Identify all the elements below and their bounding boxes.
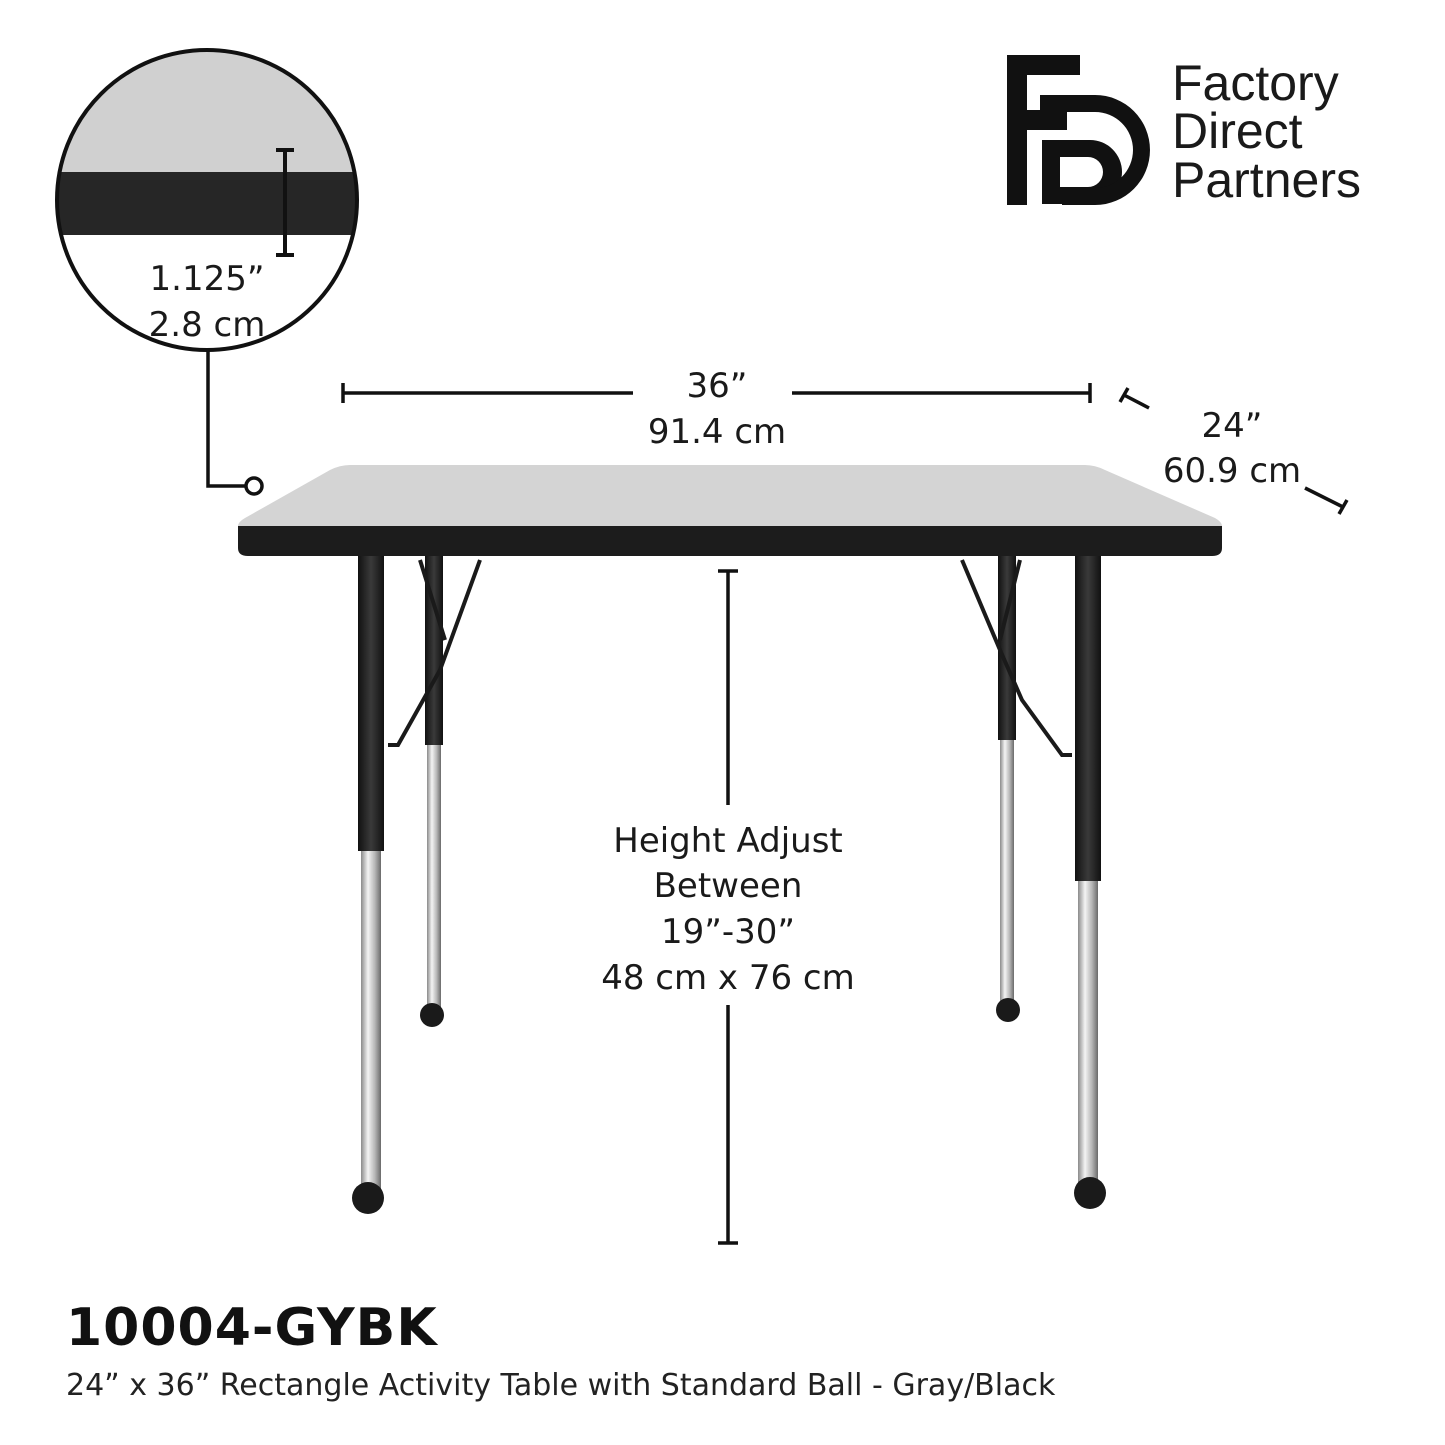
brand-logo: Factory Direct Partners <box>1007 55 1361 208</box>
tabletop-surface <box>238 465 1222 526</box>
height-label-line-3: 19”-30” <box>661 912 795 952</box>
height-dimension-line <box>718 569 738 1245</box>
thickness-marker <box>276 148 294 257</box>
width-cm: 91.4 cm <box>648 412 786 452</box>
product-description: 24” x 36” Rectangle Activity Table with … <box>66 1368 1056 1403</box>
edge-callout: 1.125” 2.8 cm <box>55 48 359 496</box>
brand-name-line-1: Factory <box>1172 55 1339 111</box>
callout-leader <box>206 350 246 488</box>
front-right-leg <box>1074 556 1106 1209</box>
height-label-line-2: Between <box>654 866 803 906</box>
edge-band-swatch <box>57 172 357 235</box>
edge-cm: 2.8 cm <box>149 305 266 345</box>
height-label-line-1: Height Adjust <box>613 821 842 861</box>
tabletop-edge <box>238 526 1222 556</box>
brand-name-line-3: Partners <box>1172 152 1361 208</box>
depth-inches: 24” <box>1202 406 1263 446</box>
front-left-leg <box>352 556 384 1214</box>
width-dimension-line <box>341 383 1092 403</box>
brand-name-line-2: Direct <box>1172 103 1303 159</box>
edge-inches: 1.125” <box>150 259 265 299</box>
back-left-leg <box>388 555 482 1027</box>
back-right-leg <box>960 555 1072 1022</box>
width-inches: 36” <box>687 366 748 406</box>
product-sku: 10004-GYBK <box>66 1298 438 1358</box>
table-illustration <box>238 465 1222 1214</box>
height-label-line-4: 48 cm x 76 cm <box>601 958 855 998</box>
depth-cm: 60.9 cm <box>1163 451 1301 491</box>
depth-dimension-line <box>1118 387 1349 515</box>
